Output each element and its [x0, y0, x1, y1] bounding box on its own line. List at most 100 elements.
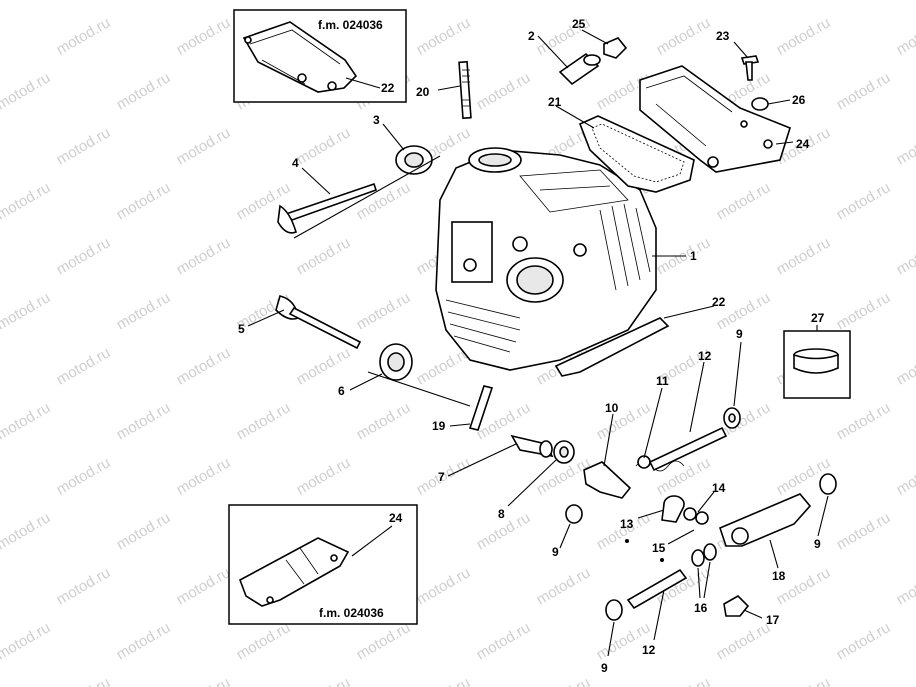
label-11: 11 [656, 374, 669, 388]
watermark-text: motod.ru [774, 674, 834, 687]
label-17: 17 [766, 613, 780, 627]
leader-lines [247, 29, 829, 657]
label-6: 6 [338, 384, 345, 398]
watermark-text: motod.ru [294, 674, 354, 687]
watermark-text: motod.ru [0, 69, 53, 113]
washers-16 [691, 543, 717, 567]
inset-27: 27 [783, 311, 851, 399]
inset-fm-label-bottom: f.m. 024036 [319, 606, 384, 620]
watermark-text: motod.ru [834, 509, 894, 553]
washer-9-left [565, 504, 583, 524]
label-3: 3 [373, 113, 380, 127]
cap-8 [553, 440, 575, 464]
watermark-text: motod.ru [834, 69, 894, 113]
label-12-a: 12 [698, 349, 712, 363]
label-2: 2 [528, 29, 535, 43]
watermark-text: motod.ru [834, 0, 894, 3]
label-5: 5 [238, 322, 245, 336]
watermark-text: motod.ru [654, 14, 714, 58]
label-14: 14 [712, 481, 726, 495]
nut-17 [723, 595, 750, 617]
watermark-text: motod.ru [894, 344, 916, 388]
watermark-text: motod.ru [0, 619, 53, 663]
label-19: 19 [432, 419, 446, 433]
watermark-text: motod.ru [114, 619, 174, 663]
washer-9-bottom [605, 599, 623, 621]
part-labels: 1 2 3 4 5 6 7 8 9 9 9 9 10 11 12 12 13 1… [238, 17, 821, 675]
watermark-text: motod.ru [354, 179, 414, 223]
watermark-text: motod.ru [234, 0, 294, 3]
label-12-b: 12 [642, 643, 656, 657]
watermark-text: motod.ru [114, 509, 174, 553]
watermark-text: motod.ru [894, 124, 916, 168]
washer-9-top [723, 407, 741, 429]
watermark-text: motod.ru [174, 674, 234, 687]
watermark-text: motod.ru [174, 14, 234, 58]
inset-top-left: f.m. 024036 22 [233, 9, 407, 103]
inset-fm-label-top: f.m. 024036 [318, 18, 383, 32]
watermark-text: motod.ru [54, 564, 114, 608]
watermark-text: motod.ru [114, 399, 174, 443]
label-9-c: 9 [814, 537, 821, 551]
label-9-b: 9 [552, 545, 559, 559]
bolt-23 [740, 55, 760, 81]
label-9-a: 9 [736, 327, 743, 341]
watermark-text: motod.ru [414, 674, 474, 687]
rocker-10 [583, 461, 632, 499]
watermark-text: motod.ru [894, 234, 916, 278]
seal-3 [395, 145, 433, 175]
label-13: 13 [620, 517, 634, 531]
valve-cover-inset [242, 21, 358, 93]
seal-6 [379, 343, 413, 381]
inset-bottom-left: f.m. 024036 24 [228, 504, 418, 625]
watermark-text: motod.ru [714, 179, 774, 223]
gasket-inset [239, 537, 350, 607]
watermark-text: motod.ru [54, 14, 114, 58]
watermark-text: motod.ru [354, 399, 414, 443]
label-24-b: 24 [796, 137, 810, 151]
watermark-text: motod.ru [714, 619, 774, 663]
valve-cover-right [639, 65, 791, 173]
rocker-18 [719, 493, 812, 547]
label-10: 10 [605, 401, 619, 415]
watermark-text: motod.ru [0, 289, 53, 333]
watermark-text: motod.ru [654, 674, 714, 687]
watermark-text: motod.ru [354, 619, 414, 663]
watermark-text: motod.ru [54, 344, 114, 388]
watermark-text: motod.ru [414, 14, 474, 58]
cylinder-head [435, 147, 657, 371]
watermark-text: motod.ru [894, 454, 916, 498]
watermark-text: motod.ru [294, 454, 354, 498]
label-15: 15 [652, 541, 666, 555]
label-7: 7 [438, 470, 445, 484]
label-16: 16 [694, 601, 708, 615]
bolt-15 [660, 558, 664, 562]
bushing-13 [661, 495, 685, 523]
watermark-text: motod.ru [354, 0, 414, 3]
label-1: 1 [690, 249, 697, 263]
watermark-text: motod.ru [474, 619, 534, 663]
stud-20 [458, 60, 472, 120]
watermark-text: motod.ru [0, 399, 53, 443]
plug-26 [751, 97, 769, 111]
marker-13 [625, 539, 629, 543]
label-20: 20 [416, 85, 430, 99]
label-18: 18 [772, 569, 786, 583]
watermark-text: motod.ru [174, 454, 234, 498]
valve-4 [277, 182, 378, 234]
watermark-text: motod.ru [174, 344, 234, 388]
watermark-text: motod.ru [834, 289, 894, 333]
watermark-text: motod.ru [594, 399, 654, 443]
watermark-text: motod.ru [414, 564, 474, 608]
watermark-text: motod.ru [834, 399, 894, 443]
watermark-text: motod.ru [54, 674, 114, 687]
label-27: 27 [811, 311, 825, 325]
watermark-text: motod.ru [474, 69, 534, 113]
label-25: 25 [572, 17, 586, 31]
label-9-d: 9 [601, 661, 608, 675]
watermark-text: motod.ru [294, 344, 354, 388]
watermark-text: motod.ru [54, 234, 114, 278]
label-26: 26 [792, 93, 806, 107]
watermark-text: motod.ru [834, 179, 894, 223]
